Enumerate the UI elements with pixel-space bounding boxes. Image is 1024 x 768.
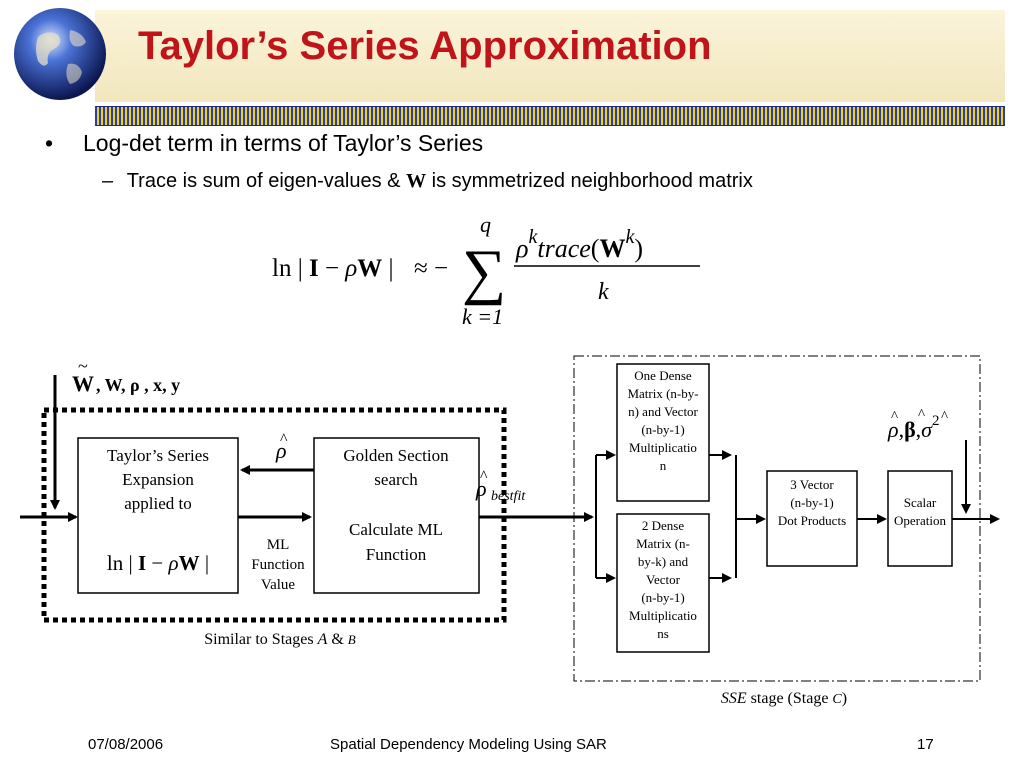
bullet-1-text: Log-det term in terms of Taylor’s Series (83, 130, 484, 156)
vector-3: Dot Products (778, 513, 846, 528)
one-dense-5: Multiplicatio (629, 440, 697, 455)
scalar-1: Scalar (904, 495, 937, 510)
footer-date: 07/08/2006 (88, 736, 164, 753)
taylor-formula: ln | I − ρW | ≈ − ∑ q k =1 ρktrace(Wk) k (272, 212, 700, 329)
two-dense-5: (n-by-1) (641, 590, 684, 605)
bullet-2-w: W (406, 170, 427, 192)
taylor-line-2: Expansion (122, 470, 194, 489)
output-sigma-hat: ^ (941, 409, 948, 425)
taylor-series-box (77, 437, 239, 594)
two-dense-6: Multiplicatio (629, 608, 697, 623)
caption-stages-ab: Similar to Stages A & B (204, 631, 356, 648)
footer-title: Spatial Dependency Modeling Using SAR (330, 736, 607, 753)
rho-bestfit-caret: ^ (480, 468, 488, 485)
footer-page-number: 17 (917, 736, 934, 753)
formula-sum-upper: q (480, 212, 491, 237)
taylor-line-1: Taylor’s Series (107, 446, 209, 465)
vector-1: 3 Vector (790, 477, 834, 492)
two-dense-box (616, 513, 710, 653)
one-dense-1: One Dense (634, 368, 692, 383)
rho-bestfit-rho: ρ (475, 476, 487, 501)
golden-line-2: search (374, 470, 418, 489)
formula-denominator: k (598, 279, 609, 305)
rho-hat-label: ρ (275, 438, 287, 463)
taylor-line-3: applied to (124, 494, 192, 513)
caption-sse-stage: SSE stage (Stage C) (721, 690, 847, 707)
formula-sum-lower: k =1 (462, 304, 503, 329)
scalar-op-box (887, 470, 953, 567)
sub-bullet-dash: – (102, 170, 114, 192)
inputs-w-tilde: W (72, 371, 94, 396)
one-dense-6: n (660, 458, 667, 473)
output-rho-hat: ^ (891, 409, 898, 425)
rho-bestfit-sub: bestfit (491, 489, 526, 504)
inputs-rest: , W, ρ , x, y (96, 375, 180, 395)
ml-label-3: Value (261, 577, 295, 593)
scalar-2: Operation (894, 513, 946, 528)
golden-line-1: Golden Section (343, 446, 449, 465)
slide-header: Taylor’s Series Approximation (0, 0, 1024, 130)
bullet-trace: – Trace is sum of eigen-values & W is sy… (102, 170, 753, 193)
bullet-2-text-a: Trace is sum of eigen-values & (126, 170, 407, 192)
tilde-mark: ~ (78, 356, 88, 376)
formula-approx: ≈ − (414, 255, 448, 282)
ml-label-2: Function (251, 557, 305, 573)
vector-dot-box (766, 470, 858, 567)
formula-sum-sign: ∑ (462, 238, 506, 306)
stages-ab-frame (41, 407, 507, 623)
one-dense-box (616, 363, 710, 502)
bullet-2-text-b: is symmetrized neighborhood matrix (426, 170, 753, 192)
output-beta-hat: ^ (918, 407, 925, 423)
two-dense-7: ns (657, 626, 669, 641)
golden-line-4: Function (366, 545, 427, 564)
two-dense-3: by-k) and (638, 554, 689, 569)
output-params: ρ,β,σ2 (887, 413, 940, 442)
taylor-expression: ln | I − ρW | (107, 551, 209, 575)
two-dense-1: 2 Dense (642, 518, 684, 533)
two-dense-4: Vector (646, 572, 681, 587)
golden-section-box (313, 437, 480, 594)
world-map-banner (95, 10, 1005, 102)
ml-label-1: ML (267, 537, 290, 553)
rho-hat-caret: ^ (280, 431, 288, 448)
two-dense-2: Matrix (n- (636, 536, 690, 551)
formula-lhs: ln | I − ρW | (272, 255, 394, 282)
slide-title: Taylor’s Series Approximation (138, 24, 712, 68)
header-stripe-bar (95, 106, 1005, 126)
bullet-dot: • (45, 130, 54, 156)
globe-icon (14, 8, 106, 100)
sse-stage-frame (573, 355, 981, 682)
one-dense-2: Matrix (n-by- (627, 386, 698, 401)
one-dense-4: (n-by-1) (641, 422, 684, 437)
one-dense-3: n) and Vector (628, 404, 698, 419)
vector-2: (n-by-1) (790, 495, 833, 510)
formula-numerator: ρktrace(Wk) (515, 226, 643, 263)
golden-line-3: Calculate ML (349, 520, 443, 539)
